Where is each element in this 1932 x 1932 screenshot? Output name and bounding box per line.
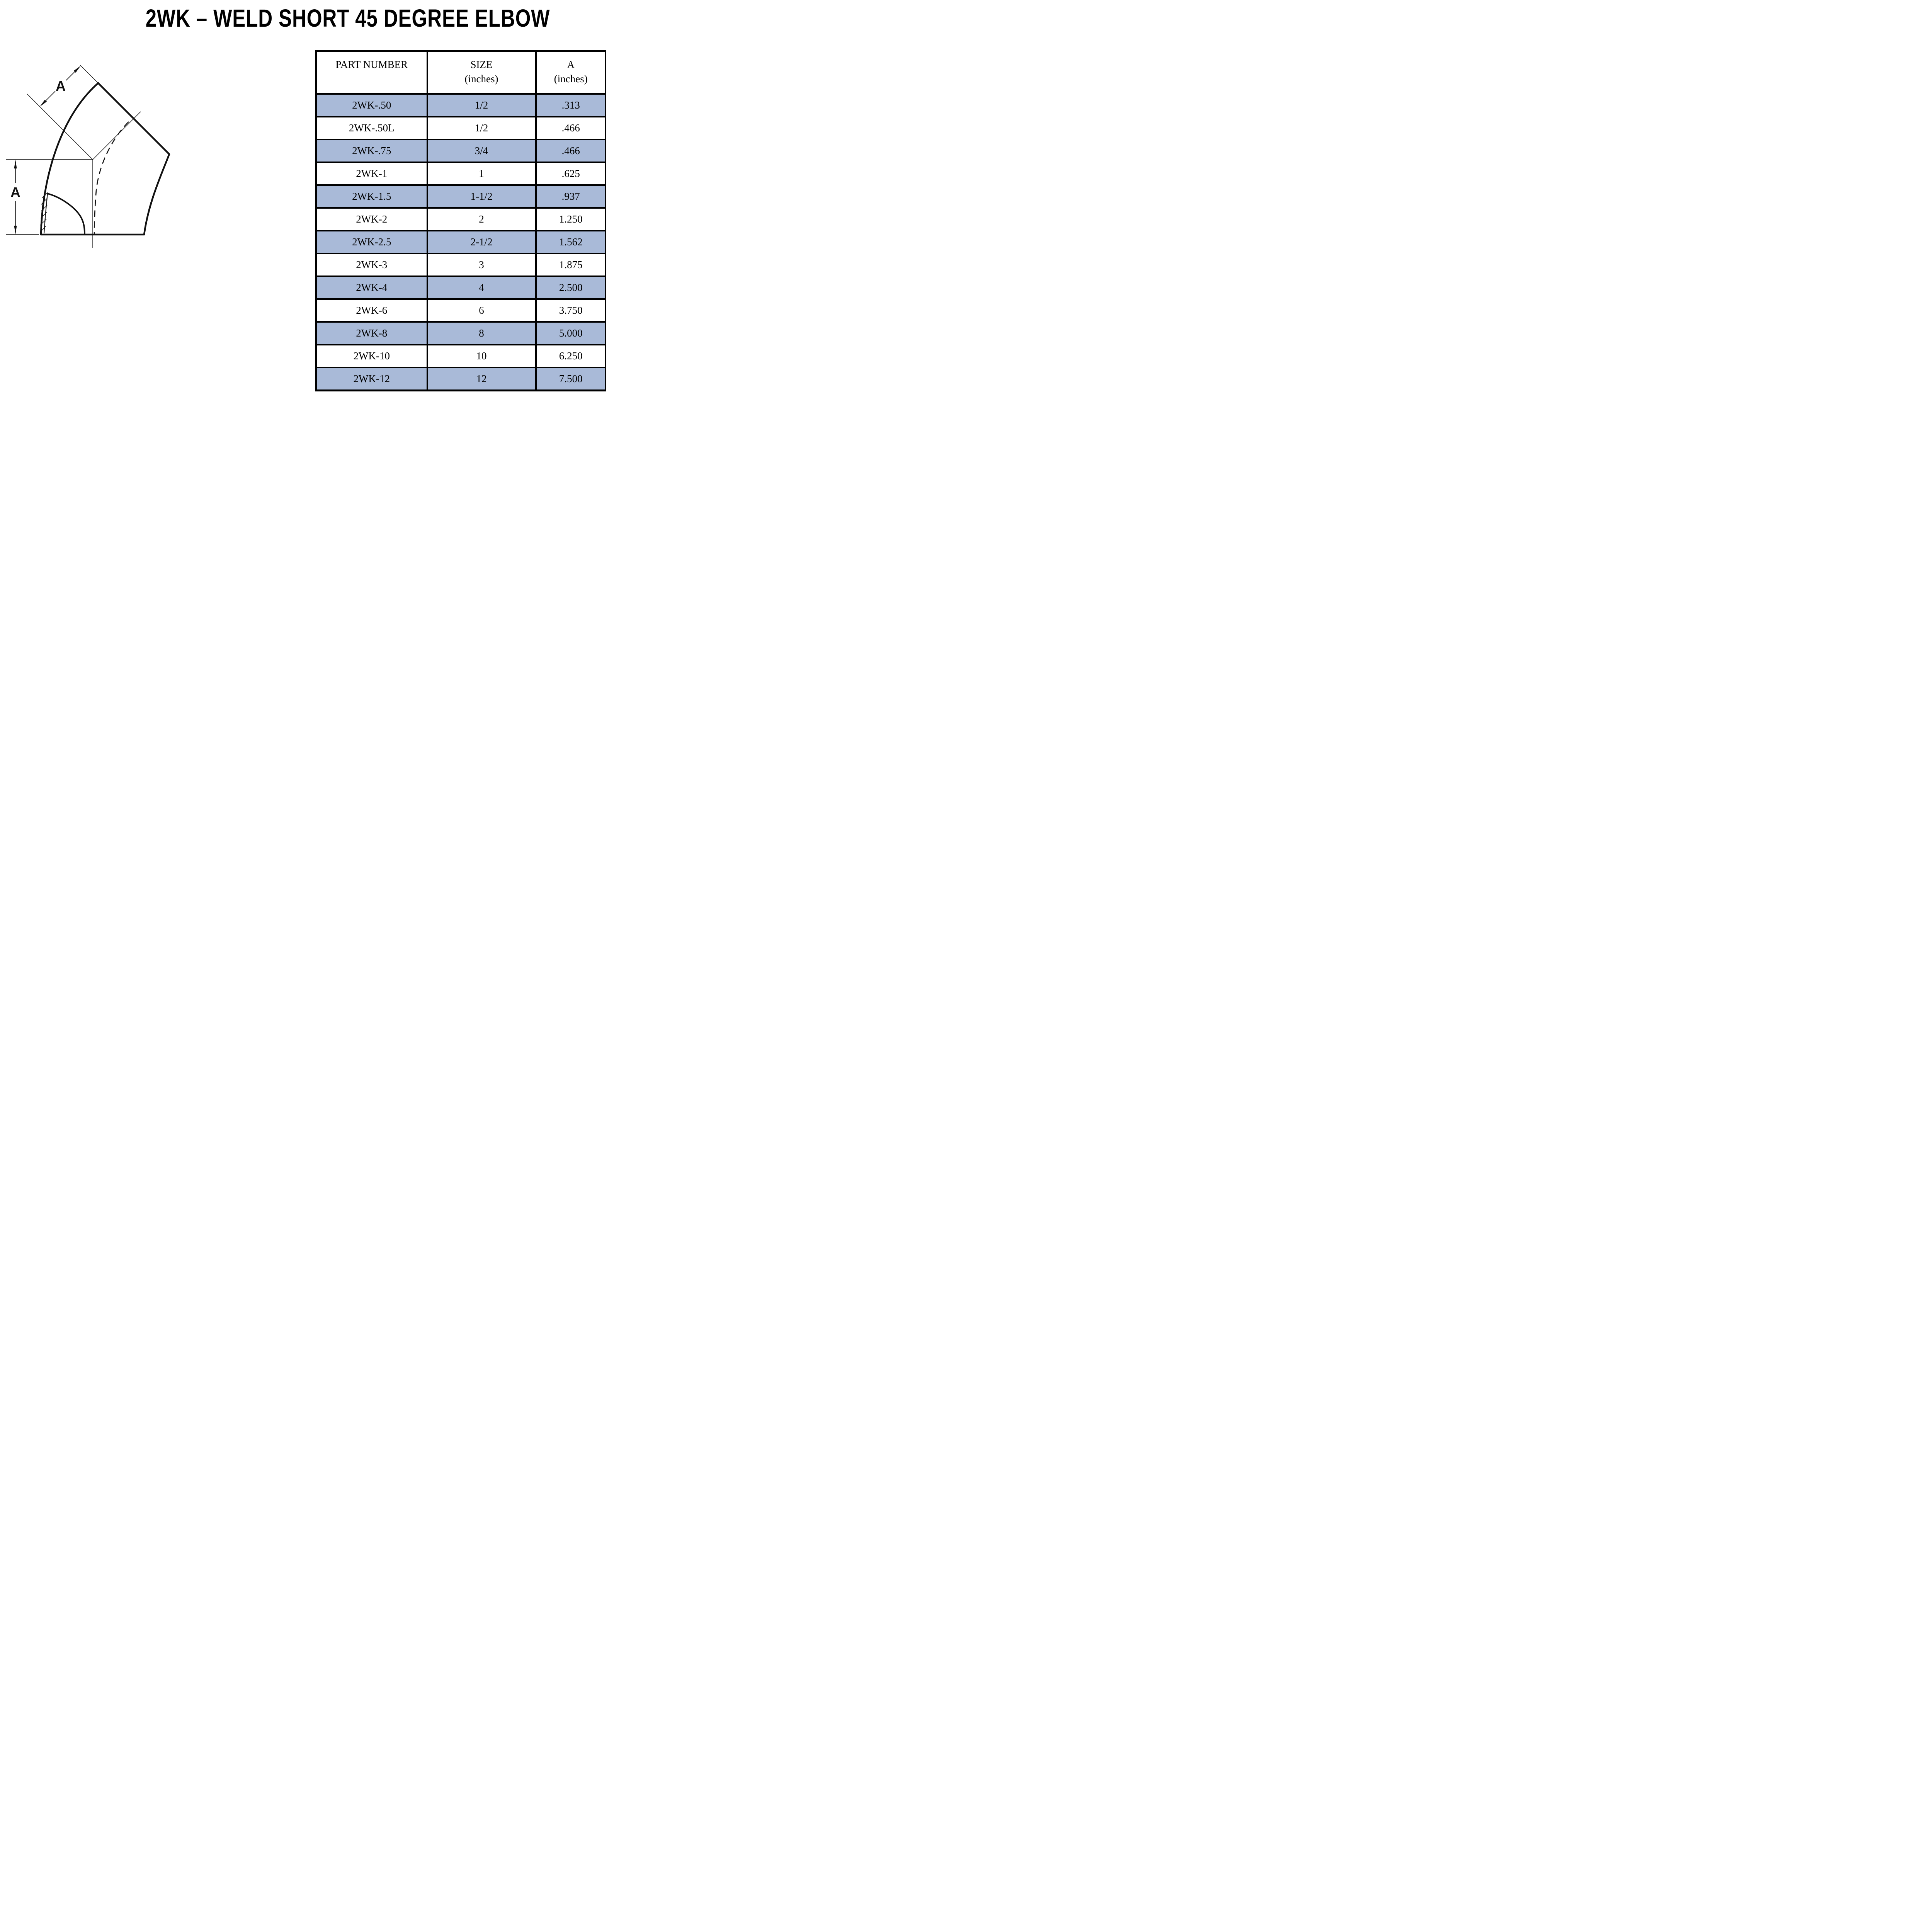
- cell-a: 7.500: [535, 367, 606, 391]
- cell-size: 1: [426, 162, 537, 186]
- cell-a: 1.250: [535, 207, 606, 231]
- dim-label-left: A: [10, 184, 20, 200]
- cell-size: 4: [426, 276, 537, 300]
- cell-part-number: 2WK-10: [315, 344, 428, 368]
- cell-part-number: 2WK-2: [315, 207, 428, 231]
- elbow-inner-right-curve: [143, 153, 170, 236]
- elbow-technical-drawing: A A: [6, 65, 170, 248]
- face-extension-line: [80, 65, 99, 83]
- cell-a: 2.500: [535, 276, 606, 300]
- cell-part-number: 2WK-2.5: [315, 230, 428, 254]
- cell-size: 6: [426, 298, 537, 323]
- cell-size: 3: [426, 253, 537, 277]
- catalog-page: 2WK – WELD SHORT 45 DEGREE ELBOW: [0, 0, 606, 397]
- cell-a: .937: [535, 184, 606, 209]
- cell-size: 8: [426, 321, 537, 345]
- col-header-label: A: [567, 59, 575, 70]
- cell-size: 1-1/2: [426, 184, 537, 209]
- arrowhead-up: [14, 160, 17, 168]
- spec-table: PART NUMBER SIZE (inches) A (inches) 2WK…: [315, 50, 606, 391]
- cell-size: 3/4: [426, 139, 537, 163]
- arrowhead-down: [14, 226, 17, 235]
- dim-label-face: A: [56, 78, 66, 94]
- wall-inner-line: [43, 193, 48, 234]
- cell-a: .625: [535, 162, 606, 186]
- col-header-size: SIZE (inches): [426, 50, 537, 95]
- cell-part-number: 2WK-6: [315, 298, 428, 323]
- col-header-label: PART NUMBER: [335, 59, 408, 70]
- cell-size: 12: [426, 367, 537, 391]
- spec-table-container: PART NUMBER SIZE (inches) A (inches) 2WK…: [315, 50, 606, 391]
- cell-part-number: 2WK-.50L: [315, 116, 428, 140]
- cell-a: .466: [535, 116, 606, 140]
- cell-a: .313: [535, 93, 606, 117]
- cell-a: 3.750: [535, 298, 606, 323]
- cell-a: 1.875: [535, 253, 606, 277]
- center-extension-line: [27, 94, 93, 160]
- cell-size: 2: [426, 207, 537, 231]
- cell-part-number: 2WK-3: [315, 253, 428, 277]
- dimension-face: A: [40, 66, 81, 107]
- cell-size: 10: [426, 344, 537, 368]
- dimension-left: A: [10, 160, 20, 235]
- col-header-label: SIZE: [470, 59, 493, 70]
- col-header-sublabel: (inches): [464, 73, 498, 85]
- cell-size: 1/2: [426, 93, 537, 117]
- cell-part-number: 2WK-.75: [315, 139, 428, 163]
- table-header-row: PART NUMBER SIZE (inches) A (inches): [315, 50, 606, 95]
- cell-part-number: 2WK-12: [315, 367, 428, 391]
- cell-a: 6.250: [535, 344, 606, 368]
- page-title: 2WK – WELD SHORT 45 DEGREE ELBOW: [145, 4, 550, 32]
- cell-part-number: 2WK-8: [315, 321, 428, 345]
- cell-part-number: 2WK-1.5: [315, 184, 428, 209]
- cell-a: 1.562: [535, 230, 606, 254]
- arrowhead-up-right: [73, 66, 81, 73]
- col-header-a: A (inches): [535, 50, 606, 95]
- elbow-face-line: [97, 82, 170, 155]
- elbow-outer-arc: [40, 82, 99, 236]
- pipe-axis-line: [92, 111, 141, 160]
- cell-a: .466: [535, 139, 606, 163]
- cell-size: 1/2: [426, 116, 537, 140]
- hidden-bore-dashed-line: [94, 121, 129, 235]
- cell-part-number: 2WK-1: [315, 162, 428, 186]
- cell-size: 2-1/2: [426, 230, 537, 254]
- col-header-part-number: PART NUMBER: [315, 50, 428, 95]
- cell-part-number: 2WK-4: [315, 276, 428, 300]
- col-header-sublabel: (inches): [554, 73, 588, 85]
- bore-inner-curve: [47, 193, 85, 235]
- arrowhead-down-left: [40, 99, 47, 107]
- section-hatching: [40, 192, 48, 233]
- cell-part-number: 2WK-.50: [315, 93, 428, 117]
- cell-a: 5.000: [535, 321, 606, 345]
